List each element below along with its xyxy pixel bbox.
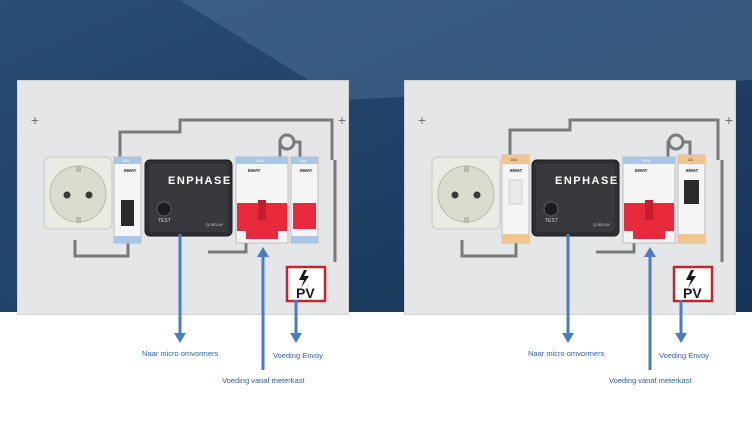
wiring-left [73, 118, 337, 262]
enphase-logo: ENPHASE [168, 175, 232, 187]
pv-sign-left [285, 265, 327, 303]
arrows-left [174, 234, 302, 370]
annotation-envoy: Voeding Envoy [273, 351, 324, 360]
test-label: TEST [158, 218, 171, 224]
pv-sign-right [672, 265, 714, 303]
breaker-rating: 40A [643, 158, 651, 163]
meter-loop-icon [278, 133, 296, 151]
pv-label: PV [683, 285, 702, 301]
meter-loop-icon [667, 133, 685, 151]
panel-screw-left: + [417, 112, 427, 128]
breaker-16a-right [501, 154, 530, 244]
annotation-meter-supply: Voeding vanaf meterkast [222, 376, 305, 385]
panel-screw-right: + [724, 112, 734, 128]
breaker-brand: EMAT [510, 168, 523, 173]
enphase-q-relay-left [144, 159, 233, 237]
lightning-icon [686, 270, 696, 288]
wiring-right [460, 118, 724, 262]
panel-screw-right: + [337, 112, 347, 128]
test-button-icon [156, 201, 172, 217]
annotation-micro-inverters: Naar micro omvormers [142, 349, 219, 358]
enphase-q-relay-right [531, 159, 620, 237]
panel-screw-left: + [30, 112, 40, 128]
test-label: TEST [545, 218, 558, 224]
breaker-brand: EMAT [248, 168, 261, 173]
breaker-16a-pv-left [290, 156, 319, 244]
q-relay-label: Q-RELAY [593, 222, 611, 227]
enphase-logo: ENPHASE [555, 175, 619, 187]
breaker-40a-left [235, 156, 289, 244]
pv-label: PV [296, 285, 315, 301]
annotation-meter-supply: Voeding vanaf meterkast [609, 376, 692, 385]
breaker-40a-right [622, 156, 676, 244]
breaker-brand: EMAT [124, 168, 137, 173]
breaker-2a-pv-right [677, 154, 706, 244]
q-relay-label: Q-RELAY [206, 222, 224, 227]
breaker-rating: 40A [256, 158, 264, 163]
annotation-envoy: Voeding Envoy [659, 351, 710, 360]
breaker-rating: 16A [510, 157, 518, 162]
breaker-brand: EMAT [300, 168, 313, 173]
breaker-16a-left [113, 156, 142, 244]
breaker-rating: 16A [299, 158, 307, 163]
breaker-rating: 2A [688, 157, 693, 162]
lightning-icon [299, 270, 309, 288]
breaker-rating: 16A [122, 158, 130, 163]
breaker-brand: EMAT [635, 168, 648, 173]
arrows-right [562, 234, 687, 370]
test-button-icon [543, 201, 559, 217]
annotation-micro-inverters: Naar micro omvormers [528, 349, 605, 358]
socket-icon [43, 156, 113, 230]
socket-icon [431, 156, 501, 230]
breaker-brand: EMAT [686, 168, 699, 173]
